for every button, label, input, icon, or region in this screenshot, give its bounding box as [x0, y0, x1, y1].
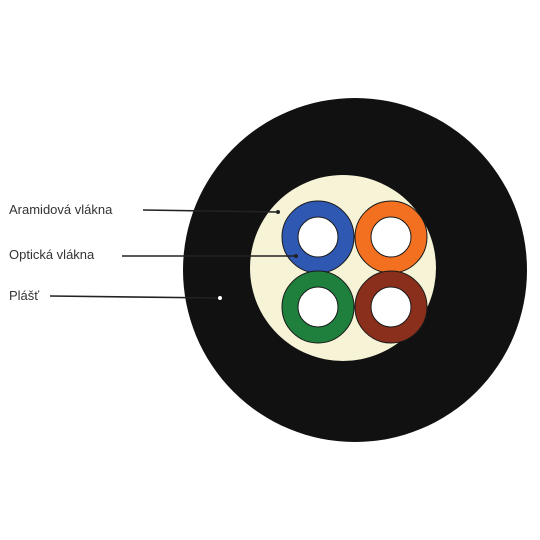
label-jacket: Plášť — [9, 288, 40, 303]
label-optical: Optická vlákna — [9, 247, 95, 262]
fiber-orange-core — [370, 216, 412, 258]
fiber-brown-core — [370, 286, 412, 328]
fiber-brown — [354, 270, 428, 344]
fiber-green-core — [297, 286, 339, 328]
leader-optical — [122, 254, 298, 258]
fiber-blue-core — [297, 216, 339, 258]
leader-jacket — [49, 295, 222, 300]
fiber-orange — [354, 200, 428, 274]
fiber-green — [281, 270, 355, 344]
fiber-blue — [281, 200, 355, 274]
label-aramid: Aramidová vlákna — [9, 202, 113, 217]
leader-aramid — [142, 209, 280, 214]
